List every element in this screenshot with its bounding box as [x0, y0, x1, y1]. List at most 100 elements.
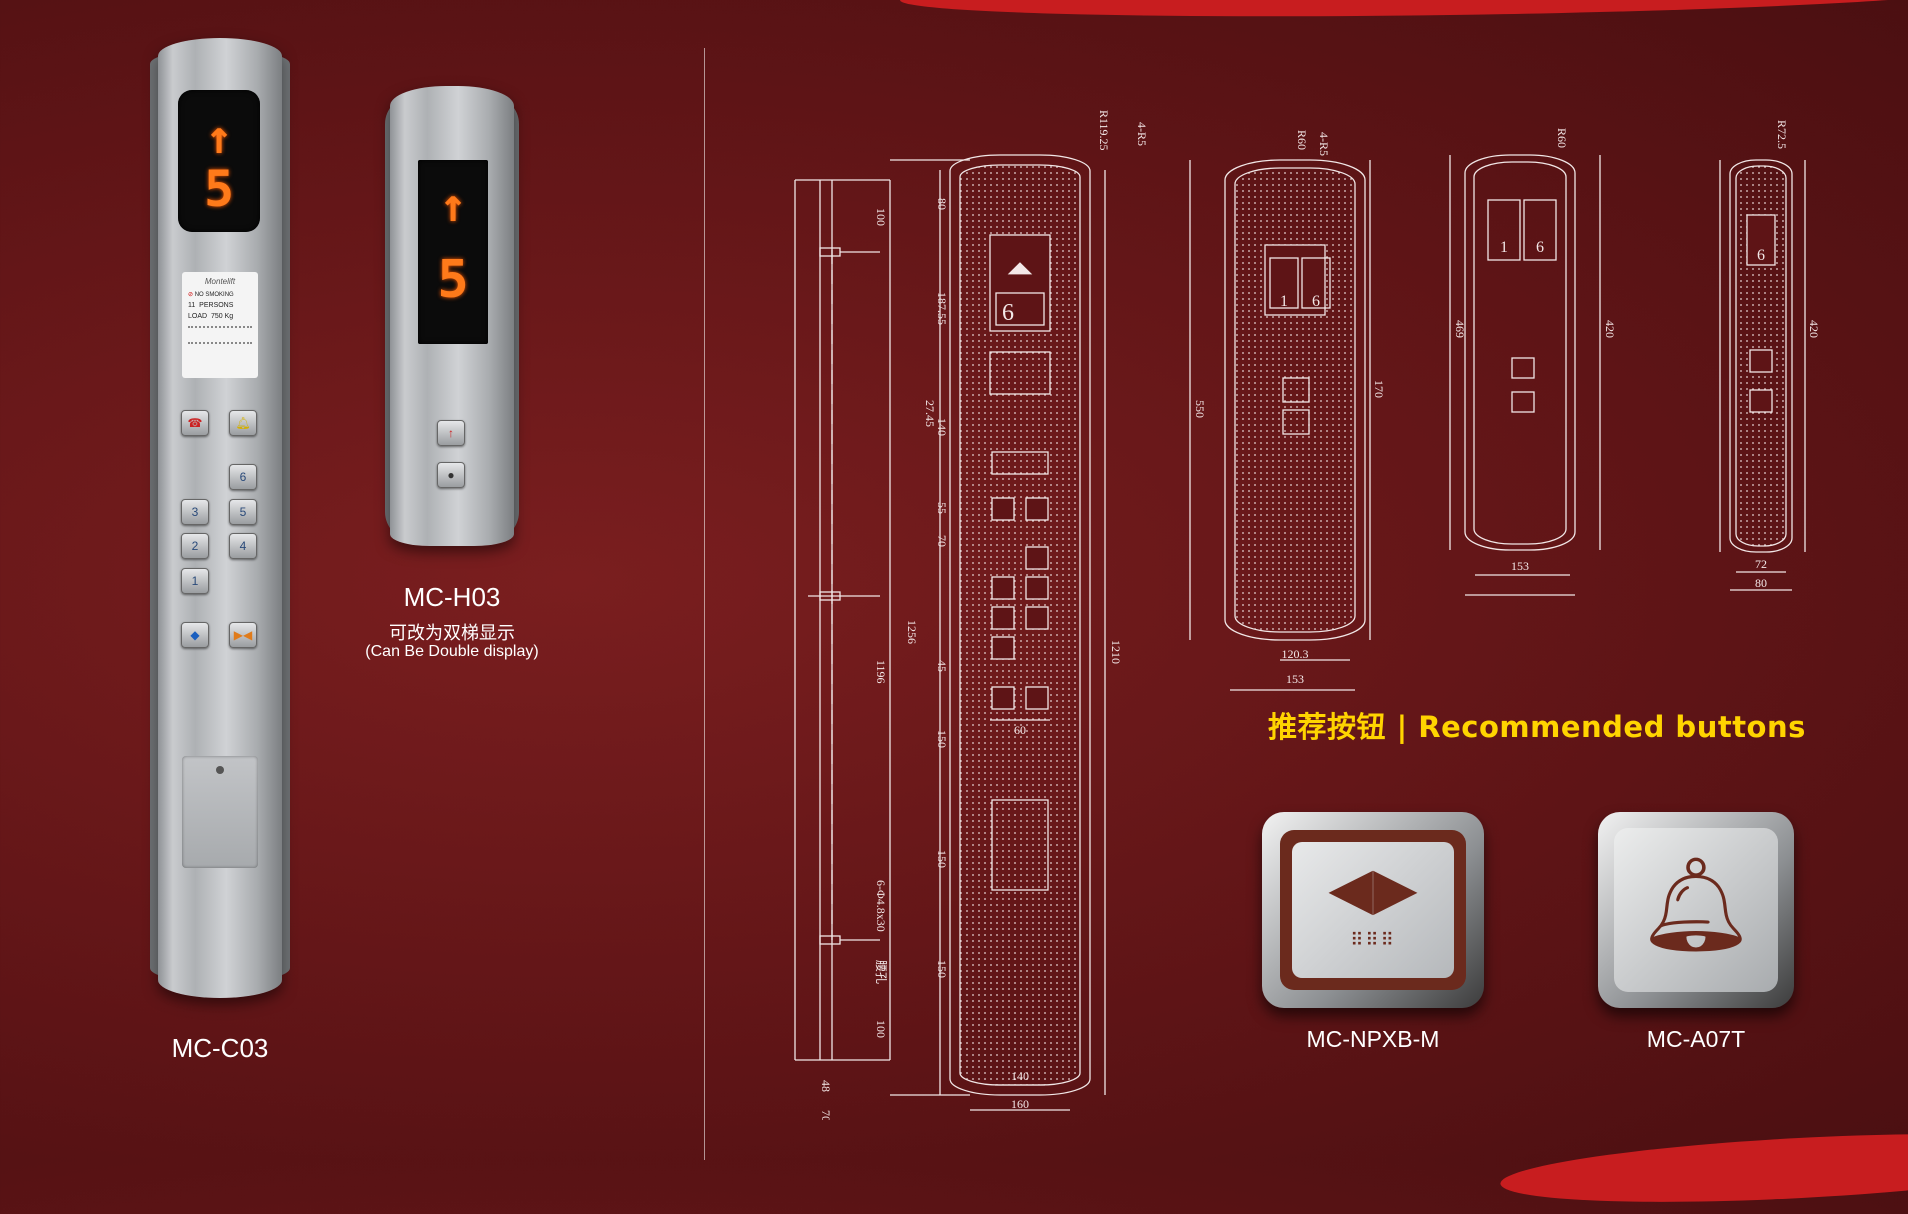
- dim-187: 187.55: [935, 292, 949, 325]
- d3-dim-420: 420: [1603, 320, 1617, 338]
- floor-button-3[interactable]: 3: [181, 499, 209, 525]
- section-divider: [704, 48, 705, 1160]
- dim-45: 45: [935, 660, 949, 672]
- d3-dim-469: 469: [1453, 320, 1467, 338]
- dim-48: 48: [819, 1080, 833, 1092]
- dim-140b: 140: [1011, 1069, 1029, 1083]
- brand-logo: Montelift: [204, 277, 236, 286]
- main-front-drawing: [890, 154, 1106, 1111]
- dim-150a: 150: [935, 730, 949, 748]
- door-open-icon: ◀︎▶︎: [1328, 856, 1418, 921]
- up-arrow-icon: ↑: [205, 110, 233, 164]
- bell-icon: 🔔︎: [235, 416, 251, 430]
- hall-lock-button[interactable]: ●: [437, 462, 465, 488]
- mc-h03-note-en: (Can Be Double display): [365, 643, 539, 660]
- dim-80: 80: [935, 198, 949, 210]
- no-smoking-label: NO SMOKING: [194, 292, 234, 298]
- dim-70b: 70: [819, 1110, 833, 1120]
- dim-100-bottom: 100: [874, 1020, 888, 1038]
- d3-dim-r60: R60: [1555, 128, 1569, 148]
- door-close-button[interactable]: ▶◀: [229, 622, 257, 648]
- d2-dim-570: 170: [1372, 380, 1386, 398]
- dual-hall-drawing-b: [1449, 154, 1601, 596]
- door-open-button[interactable]: ◆: [181, 622, 209, 648]
- dim-1256: 1256: [905, 620, 919, 644]
- keyhole-icon: [216, 766, 224, 774]
- door-close-icon: ▶◀: [233, 628, 253, 642]
- dim-70: 70: [935, 535, 949, 547]
- recommended-header: 推荐按钮 | Recommended buttons: [1268, 710, 1806, 744]
- up-arrow-icon: ↑: [439, 178, 467, 232]
- dim-slot-label: 腰孔: [874, 960, 888, 984]
- phone-icon: ☎: [187, 416, 203, 430]
- d2-floor-1: 1: [1280, 293, 1288, 310]
- dim-55: 55: [935, 502, 949, 514]
- d4-dim-420: 420: [1807, 320, 1820, 338]
- mc-h03-note-cn: 可改为双梯显示: [389, 623, 515, 643]
- single-hall-drawing: [1719, 159, 1806, 591]
- dim-150b: 150: [935, 850, 949, 868]
- floor-button-1[interactable]: 1: [181, 568, 209, 594]
- d2-dim-r60: R60: [1295, 130, 1309, 150]
- main-floor-digit: 6: [1002, 300, 1014, 326]
- dim-4r5: 4-R5: [1135, 122, 1149, 146]
- d2-floor-6: 6: [1312, 293, 1320, 310]
- dim-slot: 6-Φ4.8x30: [874, 880, 888, 932]
- dim-60: 60: [1014, 723, 1026, 737]
- floor-button-4[interactable]: 4: [229, 533, 257, 559]
- floor-number: 5: [203, 160, 235, 218]
- service-cabinet-cover: [182, 756, 258, 868]
- d4-dim-80: 80: [1755, 576, 1767, 590]
- technical-drawings: 6 ⏶ 1 6 1 6 6 R119.25 4-R5 100 80 187.55…: [794, 110, 1820, 1120]
- d2-dim-4r5: 4-R5: [1317, 132, 1331, 156]
- load-value: 750 Kg: [210, 313, 234, 320]
- no-smoking-icon: ⊘: [188, 292, 194, 298]
- dim-1196: 1196: [874, 660, 888, 684]
- dim-r119: R119.25: [1097, 110, 1111, 151]
- dim-100-top: 100: [874, 208, 888, 226]
- phone-call-button[interactable]: ☎: [181, 410, 209, 436]
- bell-icon: 🔔︎: [1637, 854, 1755, 956]
- hall-up-button[interactable]: ↑: [437, 420, 465, 446]
- d2-dim-120: 120.3: [1282, 647, 1309, 661]
- d3-floor-1: 1: [1500, 239, 1508, 256]
- load-label: LOAD: [188, 313, 208, 320]
- up-arrow-icon: ↑: [448, 426, 454, 440]
- side-view-drawing: [794, 179, 891, 1061]
- mc-c03-label: MC-C03: [171, 1033, 269, 1063]
- d4-dim-r72: R72.5: [1775, 120, 1789, 149]
- d3-floor-6: 6: [1536, 239, 1544, 256]
- dim-140: 140: [935, 418, 949, 436]
- top-red-stripe: [899, 0, 1908, 23]
- d4-dim-72: 72: [1755, 557, 1767, 571]
- d2-dim-619: 550: [1193, 400, 1207, 418]
- dim-1210: 1210: [1109, 640, 1123, 664]
- dim-27: 27.45: [923, 400, 937, 427]
- floor-button-6[interactable]: 6: [229, 464, 257, 490]
- mc-h03-label: MC-H03: [403, 582, 501, 612]
- d2-dim-153: 153: [1286, 672, 1304, 686]
- alarm-button[interactable]: 🔔︎: [229, 410, 257, 436]
- floor-button-2[interactable]: 2: [181, 533, 209, 559]
- braille-dots: ⠿⠿⠿: [1350, 930, 1396, 950]
- floor-number: 5: [437, 250, 469, 310]
- d4-floor-6: 6: [1757, 247, 1765, 264]
- mc-a07t-label: MC-A07T: [1646, 1026, 1746, 1052]
- persons-label: PERSONS: [199, 302, 234, 309]
- floor-display: [418, 160, 488, 344]
- dim-150c: 150: [935, 960, 949, 978]
- door-open-icon: ◆: [190, 628, 200, 642]
- dual-hall-drawing-a: [1189, 159, 1371, 691]
- mc-npxb-m-button[interactable]: ◀︎▶︎ ⠿⠿⠿: [1262, 812, 1484, 1008]
- d3-dim-153: 153: [1511, 559, 1529, 573]
- capacity-sticker: Montelift ⊘ NO SMOKING 11 PERSONS LOAD 7…: [182, 272, 258, 378]
- double-up-arrow-icon: ⏶: [1006, 251, 1033, 288]
- bottom-red-stripe: [1498, 1122, 1908, 1214]
- mc-npxb-m-label: MC-NPXB-M: [1306, 1026, 1440, 1052]
- mc-a07t-button[interactable]: 🔔︎: [1598, 812, 1794, 1008]
- persons-number: 11: [188, 302, 196, 309]
- key-icon: ●: [447, 468, 455, 482]
- dim-160: 160: [1011, 1097, 1029, 1111]
- floor-button-5[interactable]: 5: [229, 499, 257, 525]
- dim-180: 180: [1011, 1118, 1029, 1120]
